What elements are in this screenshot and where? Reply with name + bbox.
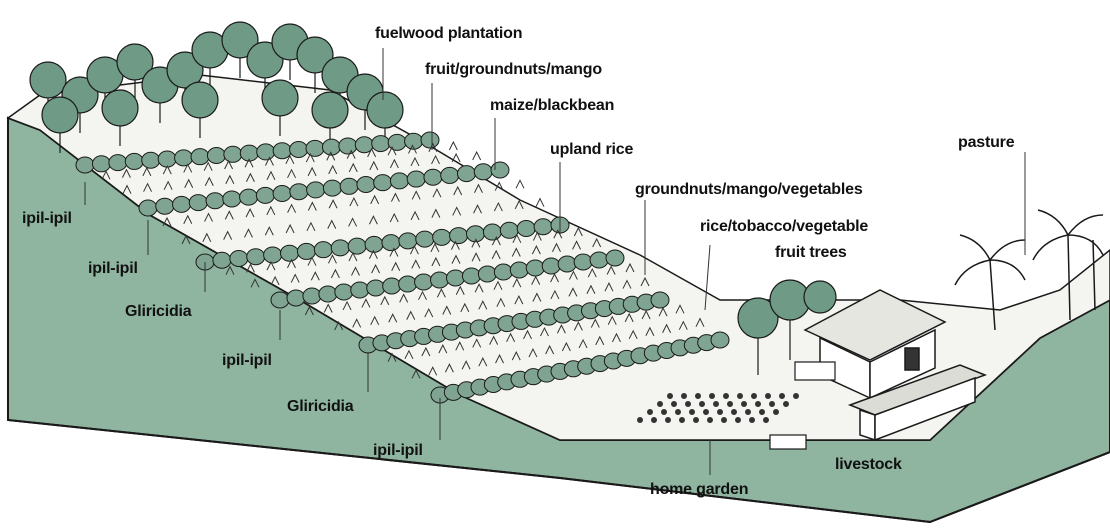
label-home-garden: home garden (650, 481, 748, 499)
label-ipil-ipil-1: ipil-ipil (22, 210, 72, 228)
label-ipil-ipil-2: ipil-ipil (88, 260, 138, 278)
label-groundnuts-mango-vegetables: groundnuts/mango/vegetables (635, 181, 863, 199)
label-fruit-trees: fruit trees (775, 244, 847, 262)
label-fuelwood-plantation: fuelwood plantation (375, 25, 522, 43)
label-rice-tobacco-vegetable: rice/tobacco/vegetable (700, 218, 868, 236)
label-livestock: livestock (835, 456, 902, 474)
label-fruit-groundnuts-mango: fruit/groundnuts/mango (425, 61, 602, 79)
label-gliricidia-2: Gliricidia (287, 398, 353, 416)
label-upland-rice: upland rice (550, 141, 633, 159)
label-ipil-ipil-4: ipil-ipil (373, 442, 423, 460)
label-maize-blackbean: maize/blackbean (490, 97, 614, 115)
label-pasture: pasture (958, 134, 1014, 152)
label-gliricidia-1: Gliricidia (125, 303, 191, 321)
label-ipil-ipil-3: ipil-ipil (222, 352, 272, 370)
